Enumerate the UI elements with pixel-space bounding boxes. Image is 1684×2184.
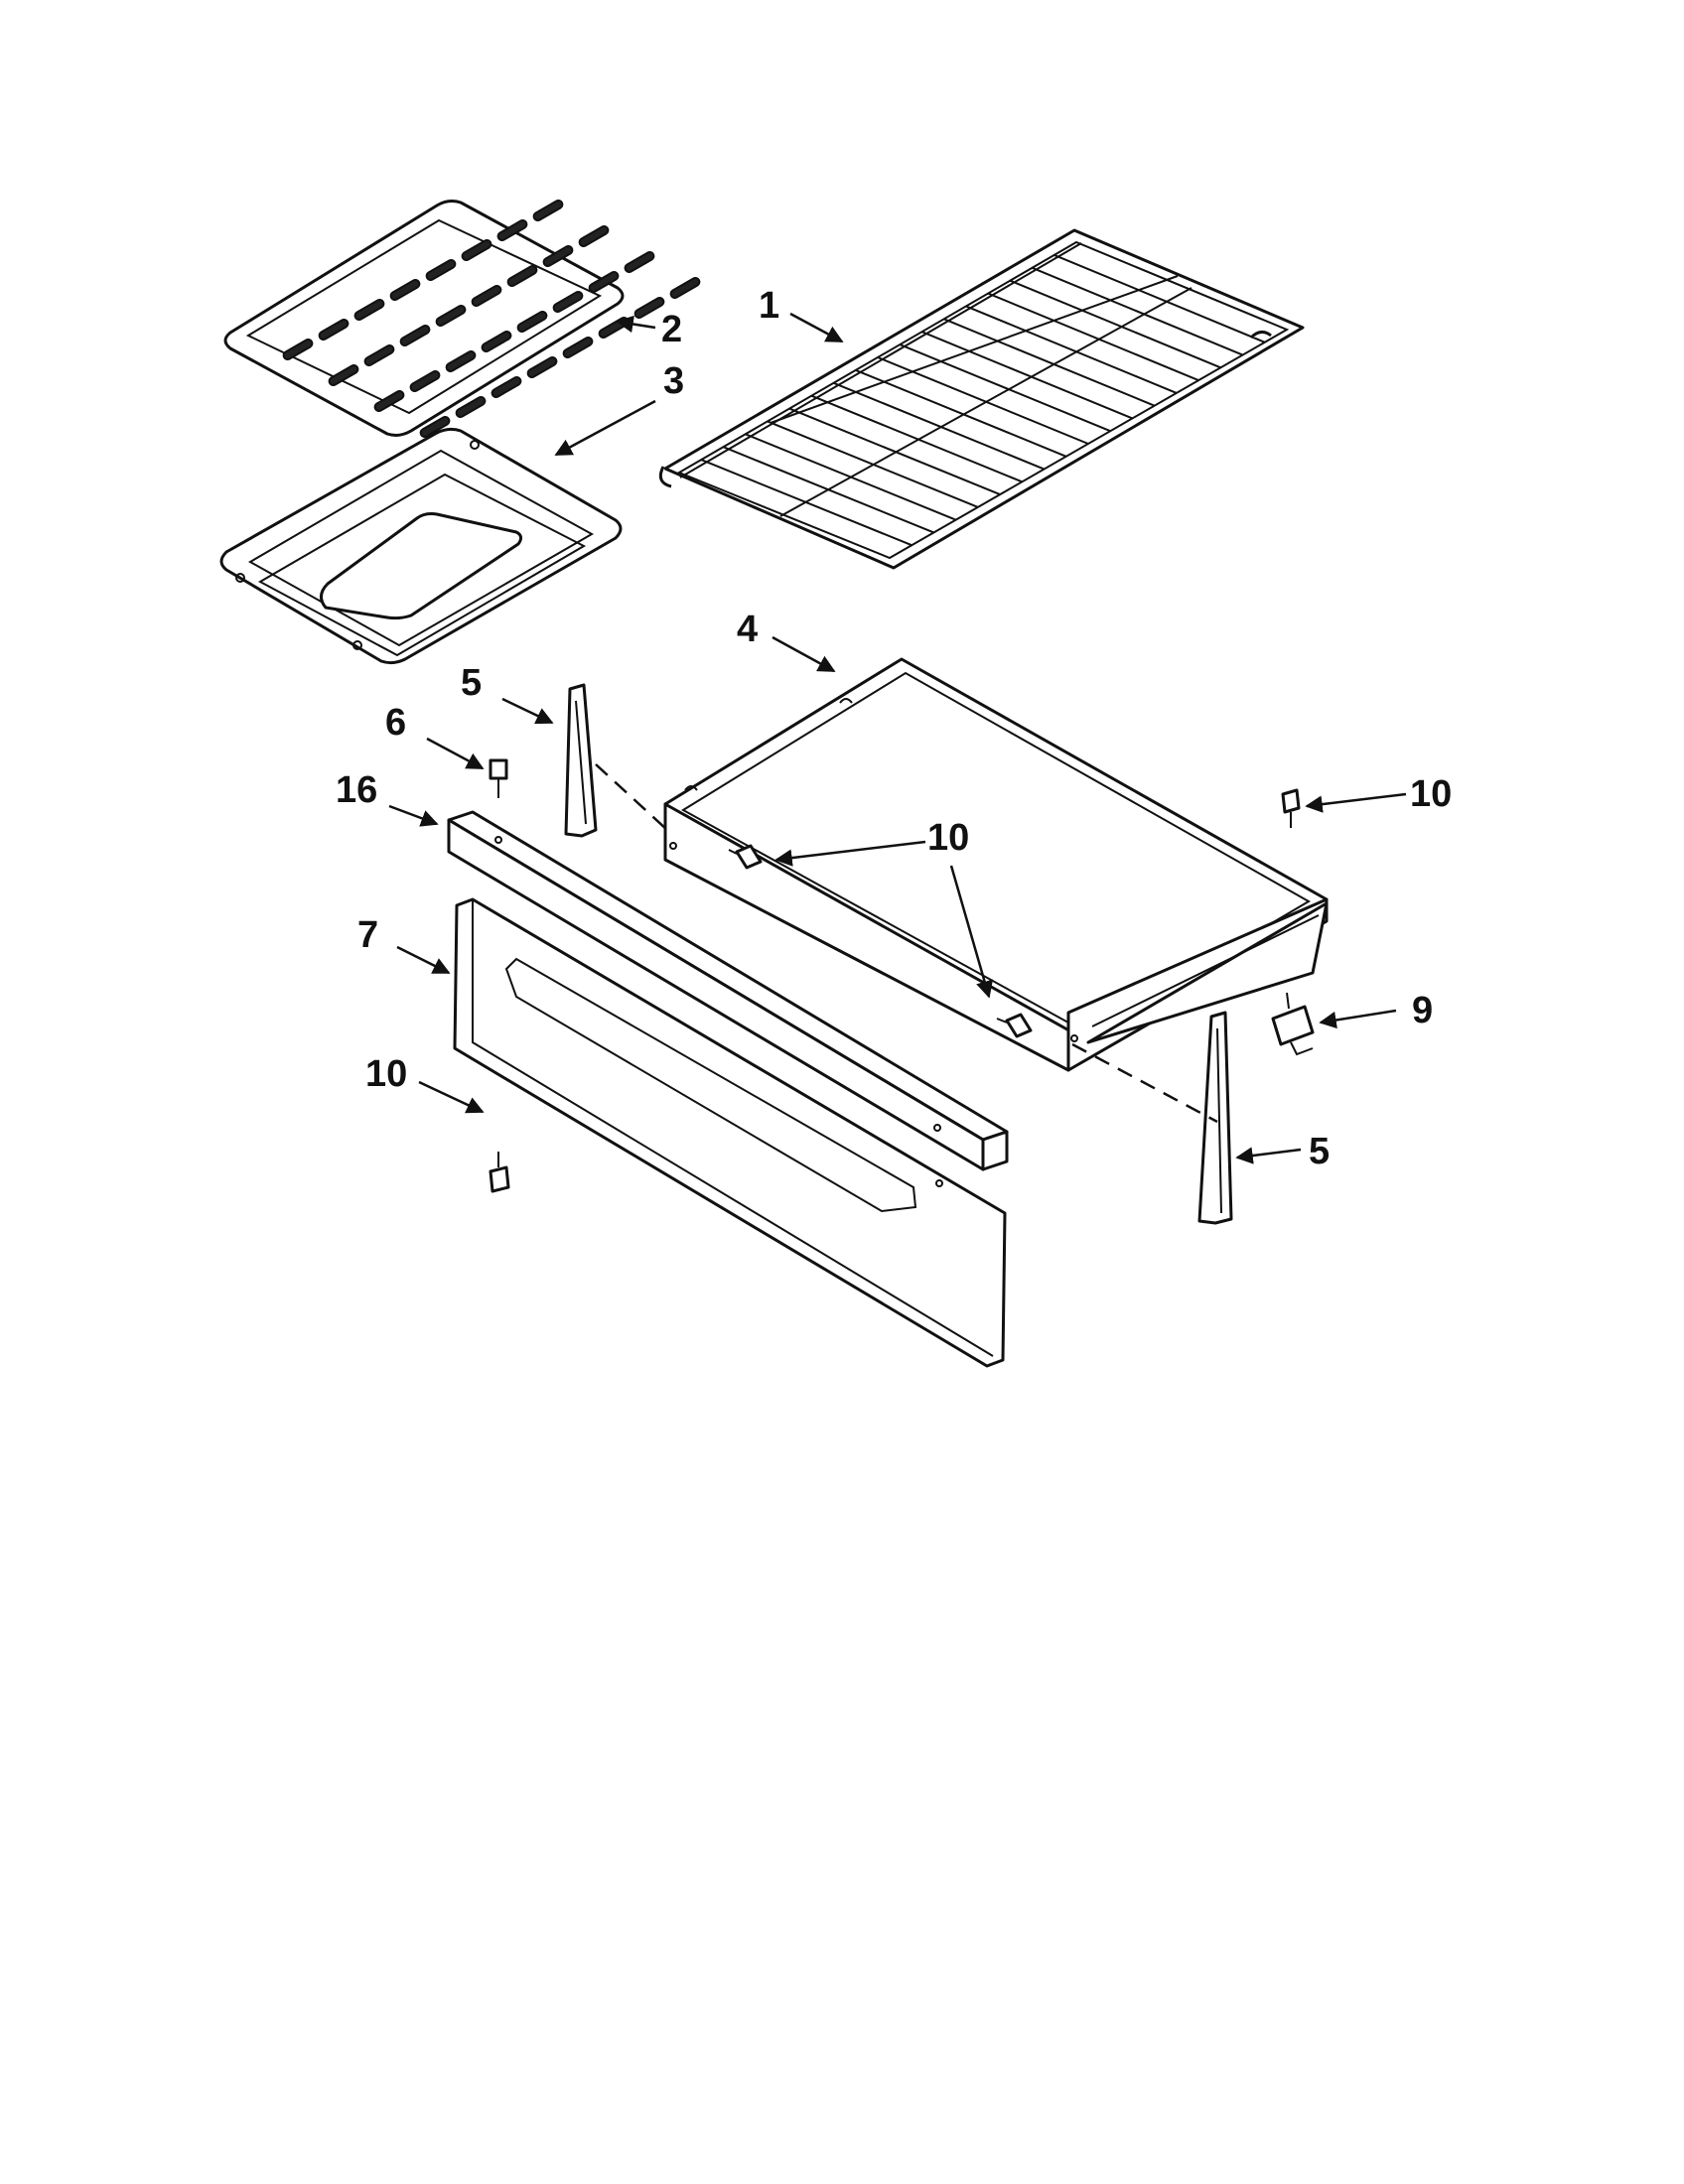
grid-slot xyxy=(491,376,522,398)
grid-slot xyxy=(328,364,359,386)
rack-wire xyxy=(899,343,1111,433)
grid-slot xyxy=(471,285,502,307)
stud-part xyxy=(489,758,508,798)
grid-slot xyxy=(506,265,538,287)
rack-wire xyxy=(833,381,1045,471)
grid-slot xyxy=(455,396,487,418)
callout-1: 1 xyxy=(759,285,779,327)
grid-slot xyxy=(598,317,630,339)
drawer-trim-part xyxy=(447,810,1009,1171)
grid-slot xyxy=(445,350,477,372)
rack-wire xyxy=(1053,253,1266,343)
screw-upper-right xyxy=(1281,788,1301,828)
grid-slot xyxy=(526,356,558,378)
callout-16: 16 xyxy=(336,769,377,811)
grid-slot xyxy=(389,279,421,301)
screw-bottom-left xyxy=(489,1152,510,1193)
rack-wire xyxy=(987,292,1199,382)
rack-wire xyxy=(1009,279,1221,369)
callout-4: 4 xyxy=(737,609,758,650)
grid-slot xyxy=(542,245,574,267)
grid-slot xyxy=(435,305,467,327)
grid-slot xyxy=(481,331,512,352)
rack-wire xyxy=(788,407,1001,496)
grid-slot xyxy=(409,370,441,392)
clip-part xyxy=(1271,992,1315,1056)
broiler-pan-part xyxy=(219,427,623,665)
grid-slot xyxy=(373,390,405,412)
rack-wire xyxy=(855,368,1067,458)
rack-wire xyxy=(1032,266,1243,356)
grid-slots xyxy=(282,200,701,438)
callout-7: 7 xyxy=(357,914,378,956)
rack-wire xyxy=(965,305,1178,394)
grid-slot xyxy=(282,339,314,360)
screw-drawer-mid xyxy=(996,1013,1033,1038)
drawer-front-panel-part xyxy=(453,897,1007,1368)
grid-slot xyxy=(532,200,564,221)
grid-slot xyxy=(425,259,457,281)
grid-slot xyxy=(588,271,620,293)
grid-slot xyxy=(633,297,665,319)
rack-wire xyxy=(921,331,1133,420)
broiler-grid-part xyxy=(223,200,701,438)
grid-slot xyxy=(516,311,548,333)
grid-slot xyxy=(363,344,395,366)
oven-rack-part xyxy=(658,228,1305,570)
grid-slot xyxy=(578,225,610,248)
grid-slot xyxy=(552,291,584,313)
grid-slot xyxy=(496,219,528,242)
grid-slot xyxy=(669,277,701,299)
callout-10-upper-right: 10 xyxy=(1410,773,1452,815)
grid-slot xyxy=(624,251,655,273)
grid-slot xyxy=(318,319,350,341)
callout-5-upper: 5 xyxy=(461,662,482,704)
callout-6: 6 xyxy=(385,702,406,744)
callout-9: 9 xyxy=(1412,990,1433,1031)
grid-slot xyxy=(353,299,385,321)
callout-2: 2 xyxy=(661,309,682,350)
rack-wire xyxy=(810,394,1023,483)
rack-wires xyxy=(700,253,1266,547)
grid-slot xyxy=(562,337,594,358)
callout-10-lower-left: 10 xyxy=(365,1053,407,1095)
callout-10-center: 10 xyxy=(927,817,969,859)
grid-slot xyxy=(399,325,431,346)
drawer-slide-left xyxy=(564,683,598,838)
rack-wire xyxy=(943,318,1156,407)
screw-drawer-left xyxy=(728,844,763,870)
grid-slot xyxy=(419,416,451,438)
drawer-part xyxy=(663,657,1329,1072)
callout-3: 3 xyxy=(663,360,684,402)
grid-slot xyxy=(461,239,492,261)
drawer-slide-right xyxy=(1197,1011,1233,1225)
callout-5-lower: 5 xyxy=(1309,1131,1330,1172)
